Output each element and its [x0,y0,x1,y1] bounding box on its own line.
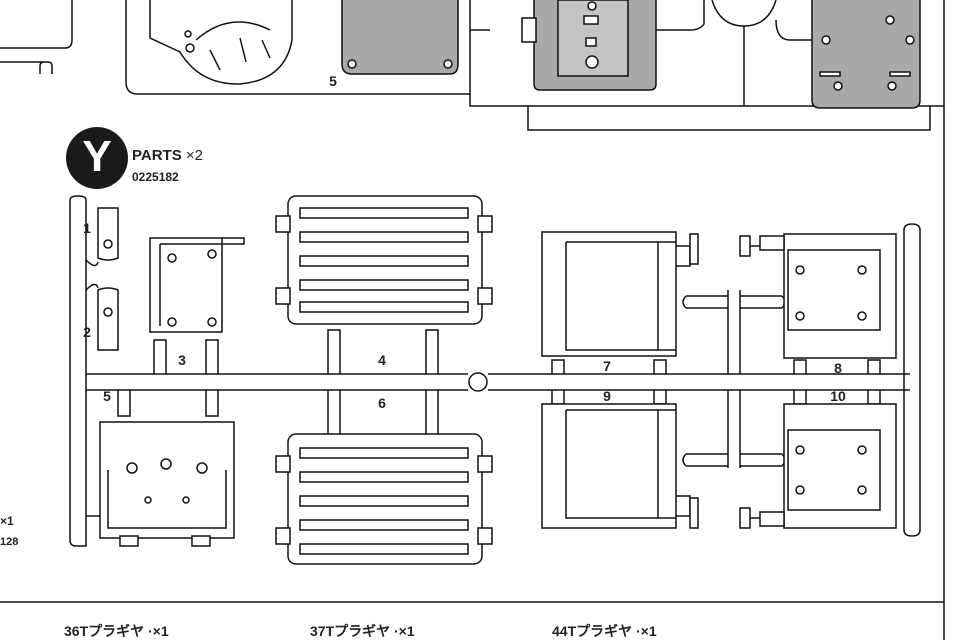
part-number-5: 5 [103,388,111,404]
upper-part-number-5: 5 [329,73,337,89]
part-number-2: 2 [83,324,91,340]
part-7 [541,231,699,357]
part-8 [739,233,897,359]
y-badge [66,127,128,189]
part-number-8: 8 [834,360,842,376]
part-number-9: 9 [603,388,611,404]
part-4 [275,195,493,325]
part-10 [739,403,897,529]
part-number-4: 4 [378,352,386,368]
badge-letter: Y [82,132,112,181]
footer-gear-44: 44Tプラギヤ ·×1 [552,623,657,639]
part-3 [149,237,245,333]
part-number-10: 10 [830,388,846,404]
parts-title-text: PARTS [132,147,182,164]
part-5 [99,421,235,547]
left-edge-code: 128 [0,536,19,548]
part-number-7: 7 [603,358,611,374]
part-6 [275,433,493,565]
parts-title: PARTS ×2 [132,147,204,164]
part-code: 0225182 [132,170,179,184]
parts-multiplier: ×2 [185,147,204,164]
part-9 [541,403,699,529]
footer-gear-37: 37Tプラギヤ ·×1 [310,623,415,639]
part-number-3: 3 [178,352,186,368]
y-sprue-frame [69,195,921,547]
left-edge-count: ×1 [0,514,14,528]
part-number-1: 1 [83,220,91,236]
parts-1-2 [85,207,119,351]
footer-gear-36: 36Tプラギヤ ·×1 [64,623,169,639]
part-number-6: 6 [378,395,386,411]
